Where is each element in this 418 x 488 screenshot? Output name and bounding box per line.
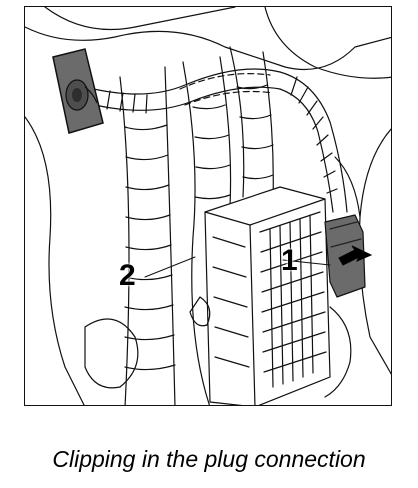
left-body-edge [25,116,85,405]
bundle-a-left [119,76,130,405]
fuse-slots [259,211,327,388]
right-body-edge [358,128,391,375]
harness-right-outer [279,71,348,213]
arrow-icon [338,245,373,266]
bundle-a-wraps [124,124,176,371]
technical-illustration: 1 2 [24,6,392,406]
upper-trim-edge [44,7,236,30]
wall-connector [52,48,104,134]
fuse-box-side-ribs [212,236,250,368]
bundle-b-wraps [192,104,231,200]
harness-tape-wraps [290,76,338,194]
plug-connector-detail [329,221,362,248]
callout-label-1: 1 [281,244,298,277]
dashboard-panel-edge [25,26,391,71]
fuse-box-corner [249,224,256,405]
harness-left-tape [106,90,148,114]
harness-lower [94,86,281,111]
small-clip [189,296,211,327]
harness-upper [84,68,281,95]
hidden-harness-section-2 [184,90,274,106]
figure-caption: Clipping in the plug connection [52,446,366,472]
lower-right-bracket [324,306,352,398]
bundle-c-wraps [236,84,274,180]
bundle-c-right [262,51,274,203]
pillar-edge [334,156,361,218]
bundle-a-right [164,66,176,405]
bundle-c-left [229,46,245,198]
harness-right-inner [279,88,334,213]
hidden-harness-section [179,73,271,90]
bundle-b-left [182,61,211,405]
fuse-box-body [204,186,331,405]
wiring-diagram-drawing [25,7,391,405]
upper-right-trim [264,7,391,79]
lower-left-bracket [84,318,139,389]
leader-line-2 [144,256,196,278]
bundle-b-right [219,56,232,208]
callout-label-2: 2 [119,259,136,292]
leader-line-1 [282,259,331,266]
